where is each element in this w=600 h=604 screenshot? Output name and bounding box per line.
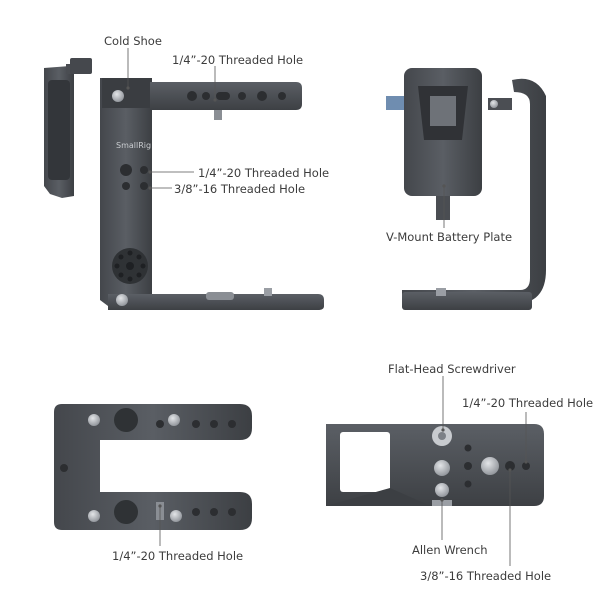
u-plate-holes: [60, 420, 236, 516]
label-side-38-threaded-hole: 3/8”-16 Threaded Hole: [174, 182, 306, 196]
vmount-contacts: [430, 96, 456, 126]
label-right-threaded-hole: 1/4”-20 Threaded Hole: [462, 396, 594, 410]
brand-logo: SmallRig: [116, 141, 151, 150]
label-flat-head-screwdriver: Flat-Head Screwdriver: [388, 362, 516, 376]
label-side-threaded-hole: 1/4”-20 Threaded Hole: [198, 166, 330, 180]
label-top-threaded-hole: 1/4”-20 Threaded Hole: [172, 53, 304, 67]
u-plate-body: [54, 404, 252, 530]
label-cold-shoe: Cold Shoe: [104, 34, 162, 48]
label-vmount-battery-plate: V-Mount Battery Plate: [386, 230, 513, 244]
grip-panel: [48, 80, 70, 180]
u-plate-screw-4: [170, 510, 182, 522]
vmount-bottom-plate: [402, 292, 532, 310]
vmount-cage-view: [386, 68, 546, 310]
screwdriver-center: [438, 432, 446, 440]
label-allen-wrench: Allen Wrench: [412, 543, 488, 557]
leader-lines: [126, 48, 528, 566]
cage-vertical-body: [100, 78, 152, 306]
qr-plate-bevel: [326, 488, 426, 506]
u-plate-rosette-bottom: [114, 500, 138, 524]
top-plate-screw: [214, 110, 222, 120]
u-plate-screw-1: [88, 414, 100, 426]
quick-release-plate: [326, 424, 544, 506]
vmount-stem: [436, 196, 450, 220]
u-plate-screw-3: [88, 510, 100, 522]
label-bottom-threaded-hole: 1/4”-20 Threaded Hole: [112, 549, 244, 563]
blue-release-tab: [386, 96, 404, 110]
u-plate-rosette-top: [114, 408, 138, 432]
cold-shoe-block: [102, 78, 152, 108]
cold-shoe-screw: [112, 90, 124, 102]
grip-top-clamp: [70, 58, 92, 74]
cage-bottom-plate: [108, 294, 324, 310]
qr-screw-2: [435, 483, 449, 497]
qr-plate-cutout: [340, 432, 390, 492]
qr-screw-1: [434, 460, 450, 476]
top-plate-holes: [187, 91, 286, 101]
bottom-plate-screw: [116, 294, 128, 306]
bracket-screw: [490, 100, 498, 108]
vmount-bottom-screw: [436, 288, 446, 296]
cage-side-view: SmallRig: [44, 58, 324, 310]
rosette-holes: [114, 250, 146, 282]
bottom-mount-screw: [264, 288, 272, 296]
bottom-u-plate: [54, 404, 252, 530]
qr-screw-3: [481, 457, 499, 475]
bottom-quick-release: [206, 292, 234, 300]
qr-holes: [464, 444, 530, 488]
u-plate-screw-2: [168, 414, 180, 426]
l-bracket: [402, 78, 546, 304]
side-holes: [120, 164, 148, 190]
label-right-38-threaded-hole: 3/8”-16 Threaded Hole: [420, 569, 552, 583]
